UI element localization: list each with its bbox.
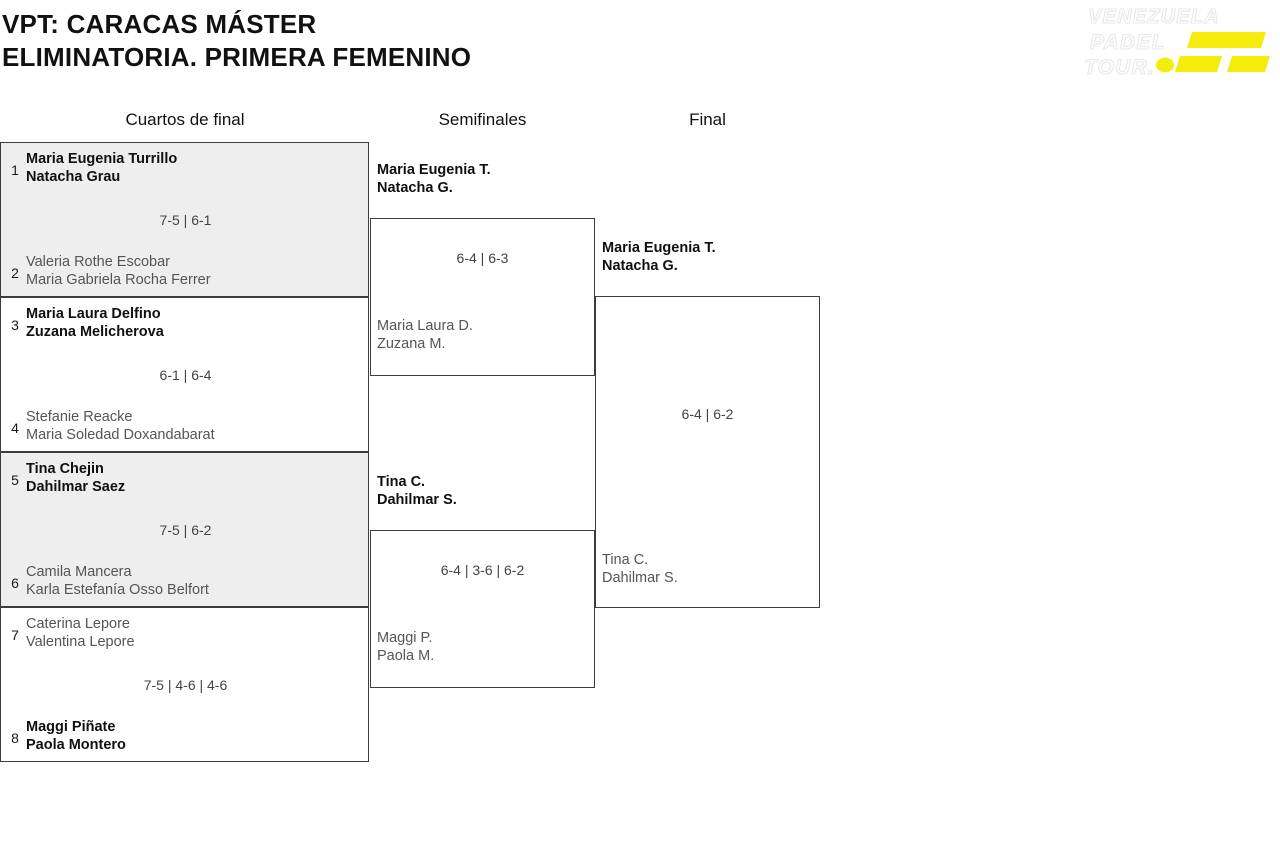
round-header-semifinals: Semifinales (438, 110, 527, 129)
svg-text:TOUR.: TOUR. (1084, 56, 1155, 79)
player-name: Caterina Lepore (26, 616, 130, 632)
team-bottom: Maggi Piñate Paola Montero (26, 719, 361, 754)
player-name: Maria Soledad Doxandabarat (26, 426, 215, 443)
seed-number: 2 (11, 265, 19, 281)
match-score: 6-4 | 6-2 (681, 406, 734, 422)
round-header-quarterfinals: Cuartos de final (125, 110, 245, 129)
team-bottom: Camila Mancera Karla Estefanía Osso Belf… (26, 564, 361, 599)
quarterfinal-match-4[interactable]: 7 Caterina Lepore Valentina Lepore 7-5 |… (0, 607, 369, 762)
player-name: Stefanie Reacke (26, 409, 133, 425)
player-name: Dahilmar S. (377, 492, 457, 508)
player-name: Maria Gabriela Rocha Ferrer (26, 271, 211, 288)
player-name: Maria Eugenia T. (602, 240, 716, 256)
player-name: Maria Eugenia Turrillo (26, 151, 178, 167)
match-score: 6-4 | 6-3 (456, 250, 509, 266)
player-name: Zuzana M. (377, 336, 446, 352)
round-header-final: Final (689, 110, 726, 129)
svg-text:PADEL: PADEL (1090, 31, 1166, 54)
semifinal-match-2[interactable] (370, 530, 595, 688)
player-name: Natacha G. (377, 180, 453, 196)
team-top: Maria Eugenia Turrillo Natacha Grau (26, 151, 361, 186)
venezuela-padel-tour-logo-icon: VENEZUELA PADEL TOUR. (1080, 4, 1272, 80)
quarterfinal-match-1[interactable]: 1 Maria Eugenia Turrillo Natacha Grau 7-… (0, 142, 369, 297)
title-line-2: ELIMINATORIA. PRIMERA FEMENINO (2, 42, 472, 72)
match-score: 6-4 | 3-6 | 6-2 (440, 562, 525, 578)
team-top: Maria Laura Delfino Zuzana Melicherova (26, 306, 361, 341)
player-name: Maria Laura D. (377, 318, 473, 334)
player-name: Natacha Grau (26, 168, 121, 185)
title-line-1: VPT: CARACAS MÁSTER (2, 9, 317, 39)
player-name: Zuzana Melicherova (26, 323, 164, 340)
page-title: VPT: CARACAS MÁSTER ELIMINATORIA. PRIMER… (2, 8, 902, 74)
team-bottom: Valeria Rothe Escobar Maria Gabriela Roc… (26, 254, 361, 289)
player-name: Paola M. (377, 648, 435, 664)
player-name: Maria Laura Delfino (26, 306, 161, 322)
seed-number: 1 (11, 162, 19, 178)
semifinal-2-team-bottom: Maggi P. Paola M. (377, 629, 434, 665)
player-name: Camila Mancera (26, 564, 132, 580)
team-bottom: Stefanie Reacke Maria Soledad Doxandabar… (26, 409, 361, 444)
quarterfinal-match-3[interactable]: 5 Tina Chejin Dahilmar Saez 7-5 | 6-2 6 … (0, 452, 369, 607)
player-name: Natacha G. (602, 258, 678, 274)
match-score: 6-1 | 6-4 (159, 367, 212, 383)
player-name: Valeria Rothe Escobar (26, 254, 171, 270)
seed-number: 8 (11, 730, 19, 746)
semifinal-match-1[interactable] (370, 218, 595, 376)
svg-text:VENEZUELA: VENEZUELA (1088, 6, 1220, 28)
semifinal-1-team-bottom: Maria Laura D. Zuzana M. (377, 317, 473, 353)
team-top: Tina Chejin Dahilmar Saez (26, 461, 361, 496)
player-name: Maria Eugenia T. (377, 162, 491, 178)
player-name: Dahilmar S. (602, 570, 678, 586)
player-name: Tina C. (377, 474, 426, 490)
page-header: VPT: CARACAS MÁSTER ELIMINATORIA. PRIMER… (0, 0, 1280, 95)
match-score: 7-5 | 6-2 (159, 522, 212, 538)
semifinal-1-team-top: Maria Eugenia T. Natacha G. (377, 161, 491, 197)
player-name: Karla Estefanía Osso Belfort (26, 581, 209, 598)
player-name: Tina Chejin (26, 461, 104, 477)
player-name: Paola Montero (26, 736, 126, 753)
seed-number: 7 (11, 627, 19, 643)
match-score: 7-5 | 6-1 (159, 212, 212, 228)
quarterfinal-match-2[interactable]: 3 Maria Laura Delfino Zuzana Melicherova… (0, 297, 369, 452)
player-name: Maggi Piñate (26, 719, 116, 735)
seed-number: 3 (11, 317, 19, 333)
player-name: Dahilmar Saez (26, 478, 126, 495)
player-name: Valentina Lepore (26, 633, 135, 650)
final-match[interactable] (595, 296, 820, 608)
final-team-top: Maria Eugenia T. Natacha G. (602, 239, 716, 275)
player-name: Tina C. (602, 552, 649, 568)
semifinal-2-team-top: Tina C. Dahilmar S. (377, 473, 457, 509)
seed-number: 5 (11, 472, 19, 488)
match-score: 7-5 | 4-6 | 4-6 (143, 677, 228, 693)
final-team-bottom: Tina C. Dahilmar S. (602, 551, 678, 587)
seed-number: 6 (11, 575, 19, 591)
team-top: Caterina Lepore Valentina Lepore (26, 616, 361, 651)
seed-number: 4 (11, 420, 19, 436)
player-name: Maggi P. (377, 630, 433, 646)
